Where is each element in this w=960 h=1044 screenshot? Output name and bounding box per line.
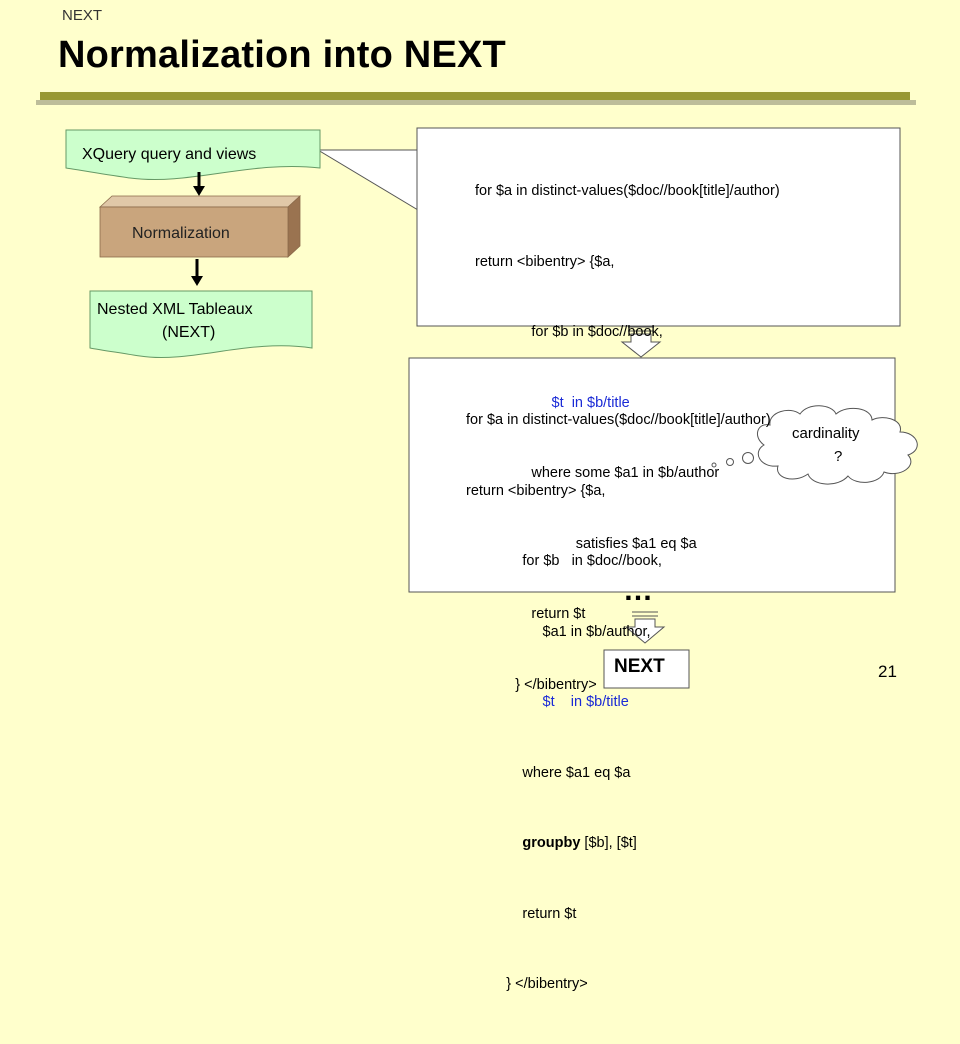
input-shape bbox=[65, 129, 321, 181]
slide-title: Normalization into NEXT bbox=[58, 34, 506, 76]
code-line: return <bibentry> {$a, bbox=[475, 253, 615, 270]
code-line: return <bibentry> {$a, bbox=[466, 482, 606, 499]
slide: NEXT Normalization into NEXT bbox=[36, 7, 918, 992]
cloud-text-line1: cardinality bbox=[792, 425, 860, 442]
query-2-code: for $a in distinct-values($doc//book[tit… bbox=[466, 362, 771, 1044]
query-box-1 bbox=[416, 127, 901, 327]
thought-bubble bbox=[711, 405, 918, 485]
result-box bbox=[603, 649, 690, 689]
slide-kicker: NEXT bbox=[62, 7, 103, 24]
cloud-text-line2: ? bbox=[834, 448, 843, 465]
code-line: $t in $b/title bbox=[466, 694, 629, 710]
code-line: satisfies $a1 eq $a bbox=[475, 535, 697, 552]
code-line: return $t bbox=[475, 606, 586, 622]
code-line: $a1 in $b/author, bbox=[466, 623, 651, 640]
output-shape bbox=[89, 290, 313, 359]
code-line: } </bibentry> bbox=[475, 676, 597, 693]
code-line: return $t bbox=[466, 905, 577, 922]
arrow-down-1 bbox=[193, 172, 205, 196]
slide-number: 21 bbox=[878, 662, 897, 681]
code-line: for $a in distinct-values($doc//book[tit… bbox=[475, 183, 780, 199]
code-indent bbox=[466, 835, 522, 851]
title-rule bbox=[36, 92, 916, 105]
callout-joint bbox=[418, 151, 421, 209]
cloud-shape bbox=[756, 405, 918, 485]
output-label-line2: (NEXT) bbox=[162, 324, 216, 341]
code-line: for $b in $doc//book, bbox=[475, 324, 663, 340]
process-label: Normalization bbox=[132, 225, 230, 242]
code-line: for $a in distinct-values($doc//book[tit… bbox=[466, 412, 771, 428]
block-arrow-2 bbox=[624, 611, 666, 644]
ellipsis: … bbox=[623, 574, 655, 607]
code-line: where $a1 eq $a bbox=[466, 764, 631, 781]
output-label-line1: Nested XML Tableaux bbox=[97, 301, 253, 318]
code-line: where some $a1 in $b/author bbox=[475, 465, 720, 481]
diagram-canvas bbox=[36, 92, 918, 689]
code-line-groupby: groupby [$b], [$t] bbox=[466, 832, 771, 856]
code-line: $t in $b/title bbox=[475, 394, 630, 411]
code-line: for $b in $doc//book, bbox=[466, 553, 662, 569]
query-1-code: for $a in distinct-values($doc//book[tit… bbox=[475, 133, 780, 744]
normalization-box bbox=[98, 195, 302, 258]
callout-pointer bbox=[316, 149, 419, 211]
block-arrow-1 bbox=[620, 326, 662, 358]
input-label: XQuery query and views bbox=[82, 146, 257, 163]
groupby-args: [$b], [$t] bbox=[580, 835, 637, 851]
groupby-keyword: groupby bbox=[522, 835, 581, 851]
result-label: NEXT bbox=[614, 656, 665, 677]
code-line: } </bibentry> bbox=[466, 976, 588, 992]
arrow-down-2 bbox=[191, 259, 203, 286]
